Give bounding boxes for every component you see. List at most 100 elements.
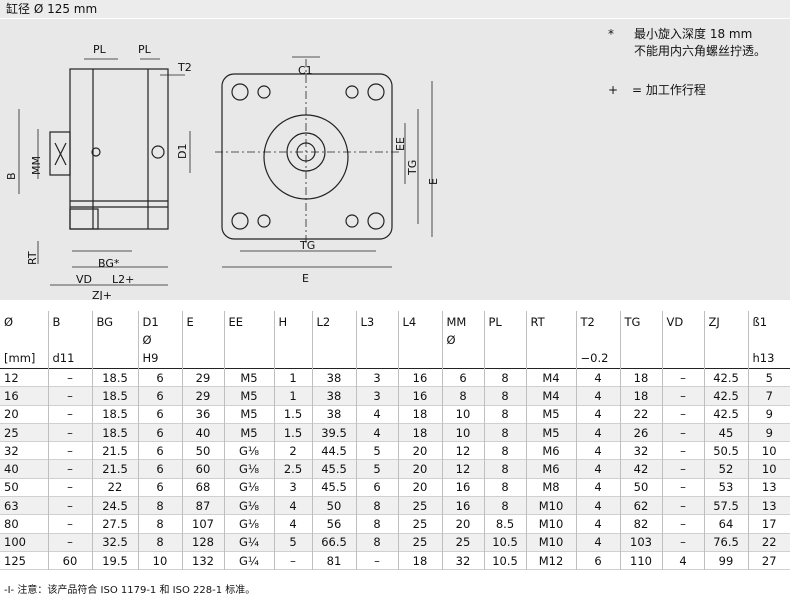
table-cell: 8 [137,514,182,534]
table-header-cell: ZJ [703,311,748,369]
table-cell: 10 [747,459,790,479]
corner-hole [231,83,249,101]
table-cell: M5 [525,405,576,424]
table-cell: 128 [181,533,224,552]
table-cell: 64 [703,514,748,534]
table-cell: 50.5 [703,441,748,460]
table-cell: 99 [703,551,748,570]
piston-rod-end [49,131,71,176]
page-title: 缸径 Ø 125 mm [0,0,790,18]
rod-thread [69,208,99,230]
table-cell: 6 [575,551,620,570]
header-line: PL [488,315,502,329]
table-cell: – [47,514,92,534]
table-cell: 4 [575,368,620,387]
corner-hole [367,83,385,101]
table-cell: 1 [273,386,312,406]
label-t2: T2 [177,61,192,74]
table-cell: – [661,478,704,497]
table-cell: 44.5 [311,441,356,460]
header-line [625,331,658,349]
table-cell: G⅛ [223,478,274,497]
label-rt: RT [26,251,39,265]
header-line: B [52,315,61,329]
table-cell: – [47,441,92,460]
table-cell: G¼ [223,551,274,570]
table-cell: M5 [223,368,274,387]
table-header-cell: BG [91,311,138,369]
header-line: H [278,315,288,329]
table-cell: M6 [525,459,576,479]
table-cell: 7 [747,386,790,406]
table-cell: – [355,551,398,570]
table-cell: 8 [483,405,526,424]
front-view-body [221,73,393,240]
table-cell: 4 [575,514,620,534]
table-cell: M12 [525,551,576,570]
table-cell: 63 [4,498,19,513]
table-cell: 20 [4,407,19,422]
table-cell: 13 [747,496,790,515]
table-cell: – [661,423,704,442]
table-cell: 8 [483,496,526,515]
table-cell: 21.5 [91,459,138,479]
header-line: T2 [580,315,595,329]
table-cell: 5 [747,368,790,387]
table-cell: 10 [441,405,484,424]
header-line: EE [228,315,244,329]
label-zj: ZJ+ [92,289,112,300]
table-cell: 82 [619,514,662,534]
table-cell: – [47,423,92,442]
table-cell: 32 [4,443,19,458]
table-cell: – [661,386,704,406]
label-c1: C1 [298,64,313,77]
table-cell: 68 [181,478,224,497]
label-tg-vertical: TG [406,160,419,176]
header-line: Ø [446,333,456,347]
header-line: VD [666,315,684,329]
table-cell: 6 [441,368,484,387]
header-line: BG [96,315,114,329]
technical-drawing: PL PL T2 C1 D1 B MM RT BG* VD L2+ ZJ+ EE… [0,19,790,300]
table-cell: 29 [181,368,224,387]
header-line [753,331,787,349]
table-cell: 25 [397,514,442,534]
table-cell: M6 [525,441,576,460]
header-line: D1 [142,315,159,329]
table-header-cell: RT [525,311,576,369]
table-cell: 18 [397,423,442,442]
table-cell: 45 [703,423,748,442]
table-cell: 6 [137,405,182,424]
table-cell: – [47,478,92,497]
table-cell: – [47,496,92,515]
header-line: ß1 [752,315,768,329]
table-cell: 32.5 [91,533,138,552]
header-line [489,331,522,349]
table-cell: 8 [483,368,526,387]
table-cell: 20 [397,441,442,460]
table-cell: 6 [137,459,182,479]
table-cell: M5 [223,423,274,442]
rod-flat-mark [54,142,67,166]
table-header-cell: L3 [355,311,398,369]
table-cell: 10.5 [483,551,526,570]
table-cell: 26 [619,423,662,442]
table-cell: 132 [181,551,224,570]
table-cell: 5 [273,533,312,552]
table-cell: M4 [525,386,576,406]
label-b: B [5,172,18,180]
table-header-cell: L4 [397,311,442,369]
table-cell: – [47,533,92,552]
table-cell: 18.5 [91,368,138,387]
table-cell: M10 [525,496,576,515]
table-header-cell: TG [619,311,662,369]
label-pl-b: PL [138,43,152,56]
table-cell: 27 [747,551,790,570]
header-line: E [186,315,194,329]
